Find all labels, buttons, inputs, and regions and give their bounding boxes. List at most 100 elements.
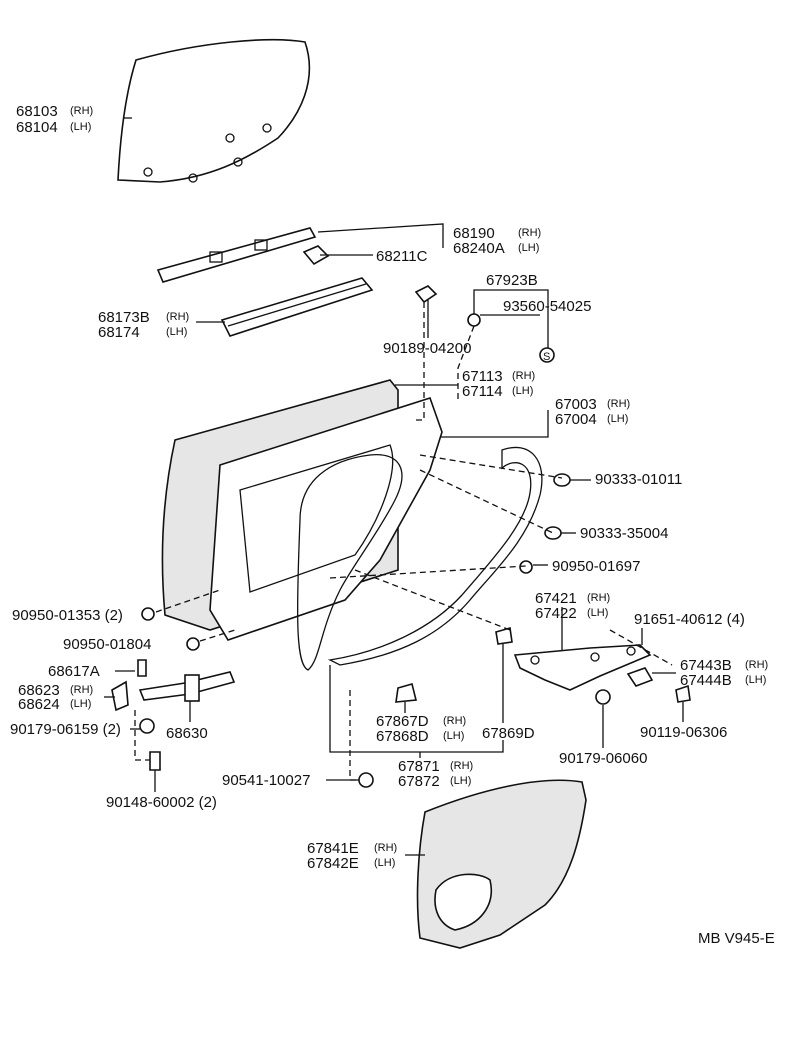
side-indicator: (LH) [443, 730, 464, 742]
part-number: 67443B [680, 657, 732, 674]
part-number: 68623 [18, 682, 60, 699]
part-number: 67842E [307, 855, 359, 872]
callout-plug-90333-35004: 90333-35004 [580, 525, 668, 542]
side-indicator: (RH) [450, 760, 473, 772]
check-stopper [184, 674, 200, 702]
upper-glass-channel [156, 227, 317, 283]
part-number: 91651-40612 (4) [634, 611, 745, 628]
clip-67869d-shape [495, 626, 513, 645]
part-number: 67869D [482, 725, 535, 742]
opening-trim-seal [327, 446, 543, 666]
glass-bolt-hole [188, 173, 198, 183]
part-number: 67841E [307, 840, 359, 857]
part-number: 68624 [18, 696, 60, 713]
leader-line [473, 289, 549, 348]
clip-67867d-shape [395, 683, 418, 703]
part-number: 67868D [376, 728, 429, 745]
hinge-68623-part [111, 680, 129, 712]
part-number: 68617A [48, 663, 100, 680]
plug-90333-35004-shape [544, 526, 562, 540]
callout-glass: 68103 68104 (RH) (LH) [16, 103, 93, 136]
part-number: 90148-60002 (2) [106, 794, 217, 811]
plug-90189-04200-shape [414, 285, 438, 304]
dashed-leader [354, 569, 511, 631]
plug-90333-01011-shape [553, 473, 571, 487]
part-number: 67872 [398, 773, 440, 790]
callout-plug-90189: 90189-04200 [383, 340, 471, 357]
diagram-code: MB V945-E [698, 930, 775, 947]
side-indicator: (LH) [518, 242, 539, 254]
dashed-leader [609, 629, 673, 666]
side-indicator: (RH) [166, 311, 189, 323]
side-indicator: (RH) [607, 398, 630, 410]
callout-door-panel: 67113 67114 (RH) (LH) [462, 368, 535, 400]
bolt-90148-shape [149, 751, 161, 771]
callout-screw-90119: 90119-06306 [640, 724, 727, 741]
trim-pocket [434, 873, 493, 931]
side-indicator: (RH) [70, 105, 93, 117]
stop-67923b-shape [467, 313, 481, 327]
screw-s-glyph: S [543, 351, 550, 363]
callout-check-68617a: 68617A [48, 663, 100, 680]
dashed-leader [329, 565, 527, 579]
part-number: 90179-06159 (2) [10, 721, 121, 738]
dashed-leader [457, 325, 475, 400]
side-indicator: (LH) [587, 607, 608, 619]
callout-trim-board: 67841E 67842E (RH) (LH) [307, 840, 397, 872]
callout-stop-67923b: 67923B [486, 272, 538, 289]
part-number: 90950-01353 (2) [12, 607, 123, 624]
callout-bolt-90148: 90148-60002 (2) [106, 794, 217, 811]
callout-cushion-90541: 90541-10027 [222, 772, 310, 789]
part-number: 67004 [555, 411, 597, 428]
part-number: 68104 [16, 119, 58, 136]
callout-plug-90950-01804: 90950-01804 [63, 636, 151, 653]
part-number: 67871 [398, 758, 440, 775]
callout-plug-90950-01697: 90950-01697 [552, 558, 640, 575]
part-number: 67444B [680, 672, 732, 689]
side-indicator: (LH) [374, 857, 395, 869]
channel-clip [209, 251, 223, 263]
armrest-screw-hole [530, 655, 540, 665]
inner-door-cutout [239, 444, 394, 593]
armrest-screw-hole [626, 646, 636, 656]
part-number: 90541-10027 [222, 772, 310, 789]
part-number: 68240A [453, 240, 505, 257]
armrest-screw-hole [590, 652, 600, 662]
door-weatherstrip [296, 454, 403, 671]
part-number: 68174 [98, 324, 140, 341]
side-indicator: (RH) [512, 370, 535, 382]
part-number: 68630 [166, 725, 208, 742]
callout-screw-93560: 93560-54025 [503, 298, 591, 315]
glass-bolt-hole [225, 133, 235, 143]
callout-clip-67867d: 67867D 67868D (RH) (LH) [376, 713, 466, 745]
side-indicator: (RH) [518, 227, 541, 239]
part-number: 90950-01804 [63, 636, 151, 653]
glass-bolt-hole [233, 157, 243, 167]
glass-bolt-hole [143, 167, 153, 177]
part-number: 67113 [462, 368, 503, 385]
bracket-67443b-part [626, 667, 654, 687]
lower-glass-channel [220, 277, 374, 337]
side-indicator: (RH) [745, 659, 768, 671]
callout-nut-90179-06159: 90179-06159 (2) [10, 721, 121, 738]
armrest-base-part [513, 644, 652, 691]
callout-screw-91651: 91651-40612 (4) [634, 611, 745, 628]
callout-check-68630: 68630 [166, 725, 208, 742]
part-number: 68103 [16, 103, 58, 120]
side-indicator: (RH) [70, 684, 93, 696]
dashed-leader [134, 710, 150, 761]
part-number: 68173B [98, 309, 150, 326]
part-number: 67867D [376, 713, 429, 730]
dashed-leader [419, 469, 554, 534]
dashed-leader [419, 454, 563, 479]
callout-door-assy: 67003 67004 (RH) (LH) [555, 396, 630, 428]
side-indicator: (LH) [512, 385, 533, 397]
part-number: 90119-06306 [640, 724, 727, 741]
screw-90119-shape [675, 684, 691, 703]
screw-93560-shape [539, 347, 555, 363]
plug-90950-01353-shape [141, 607, 155, 621]
part-number: 90333-35004 [580, 525, 668, 542]
callout-plug-90950-01353: 90950-01353 (2) [12, 607, 123, 624]
dashed-leader [155, 589, 221, 613]
